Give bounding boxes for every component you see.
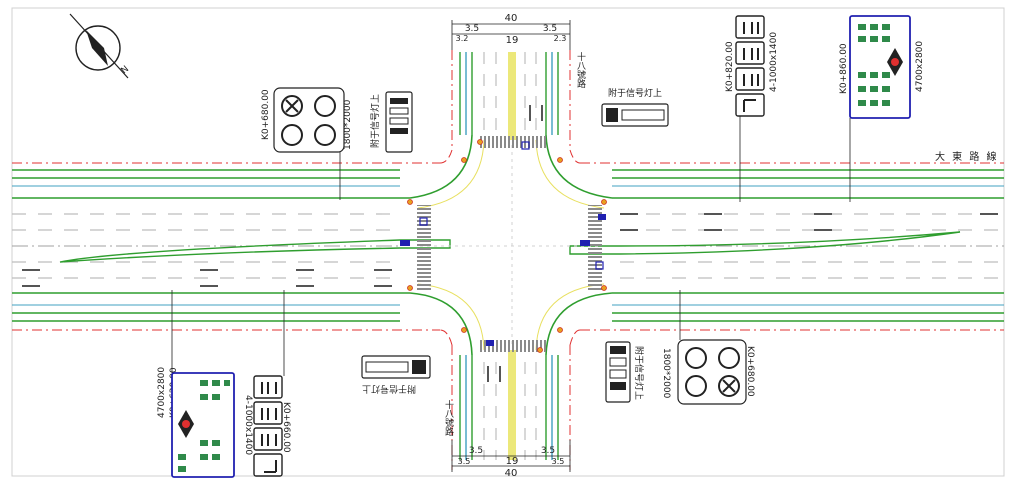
dim-bottom-left: 3.5: [469, 446, 483, 456]
sign-panel: [735, 67, 765, 91]
sign-group-se: 附于信号灯上 1800*2000 K0+680.00: [605, 290, 755, 405]
dim-top-lanes-right: 2.3: [554, 34, 567, 43]
ne1-station: K0+820.00: [725, 41, 735, 92]
se-station: K0+680.00: [745, 346, 755, 397]
sign-panel: [735, 41, 765, 65]
sign-panel: [273, 87, 345, 153]
compass-icon: N: [69, 13, 132, 79]
dim-bottom-right: 3.5: [541, 446, 555, 456]
sign-group-nw: K0+680.00 1800*2000 附于信号灯上: [261, 87, 413, 200]
lane-arrows: [22, 105, 998, 382]
signal-icon: [400, 141, 606, 346]
sw2-size: 4-1000x1400: [243, 395, 253, 455]
sign-group-bottom: 附于信号灯上: [361, 355, 431, 395]
dim-bottom-lanes-right: 3.5: [552, 457, 565, 466]
dim-bottom-total: 40: [505, 468, 518, 479]
main-road-name: 大 東 路 線: [935, 150, 999, 163]
nw-size: 1800*2000: [343, 99, 353, 150]
median-bottom: [508, 350, 516, 460]
sign-panel: [677, 339, 747, 405]
sign-panel: [385, 91, 413, 153]
main-road: [12, 162, 1004, 331]
cross-road: [451, 50, 571, 470]
sign-panel: [735, 93, 765, 117]
nw-station: K0+680.00: [261, 89, 271, 140]
dim-top-right: 3.5: [543, 24, 557, 34]
sign-group-top: 附于信号灯上: [601, 87, 669, 127]
bottom-note: 附于信号灯上: [362, 383, 416, 395]
sign-group-sw2: K0+660.00 4-1000x1400: [243, 290, 291, 477]
cross-road-name-top: 十八號路: [575, 51, 586, 89]
corner-curbs-inner: [417, 139, 605, 351]
compass-north-label: N: [120, 64, 132, 76]
nw-note: 附于信号灯上: [369, 94, 381, 148]
sw1-size: 4700x2800: [157, 367, 167, 418]
dim-bottom-median: 19: [506, 456, 519, 467]
sw2-station: K0+660.00: [281, 402, 291, 453]
sign-panel: [735, 15, 765, 39]
sign-group-ne1: K0+820.00 4-1000x1400: [725, 15, 779, 202]
signal-lamps: [407, 139, 607, 353]
dimension-bottom: 40 3.5 3.5 3.5 19 3.5: [451, 440, 571, 479]
dim-top-left: 3.5: [465, 24, 479, 34]
ne2-station: K0+860.00: [839, 43, 849, 94]
ne2-size: 4700x2800: [915, 41, 925, 92]
sign-group-sw1: K0+620.00 4700x2800: [157, 290, 235, 478]
dimension-top: 40 3.5 3.5 3.2 19 2.3: [451, 13, 571, 50]
drawing-frame: [11, 7, 1005, 477]
dim-bottom-lanes-left: 3.5: [458, 457, 471, 466]
top-note: 附于信号灯上: [608, 87, 662, 99]
dim-top-total: 40: [505, 13, 518, 24]
sign-group-ne2: K0+860.00 4700x2800: [839, 15, 925, 202]
intersection-guides: [420, 145, 600, 348]
dim-top-lanes-left: 3.2: [456, 34, 469, 43]
ne1-size: 4-1000x1400: [769, 32, 779, 92]
corner-boundaries: [439, 149, 581, 346]
median-top: [508, 52, 516, 140]
crosswalks: [417, 136, 602, 352]
dim-top-median: 19: [506, 35, 519, 46]
se-size: 1800*2000: [661, 348, 671, 399]
cross-road-name-bottom: 十八號路: [443, 399, 454, 437]
se-note: 附于信号灯上: [633, 346, 645, 400]
